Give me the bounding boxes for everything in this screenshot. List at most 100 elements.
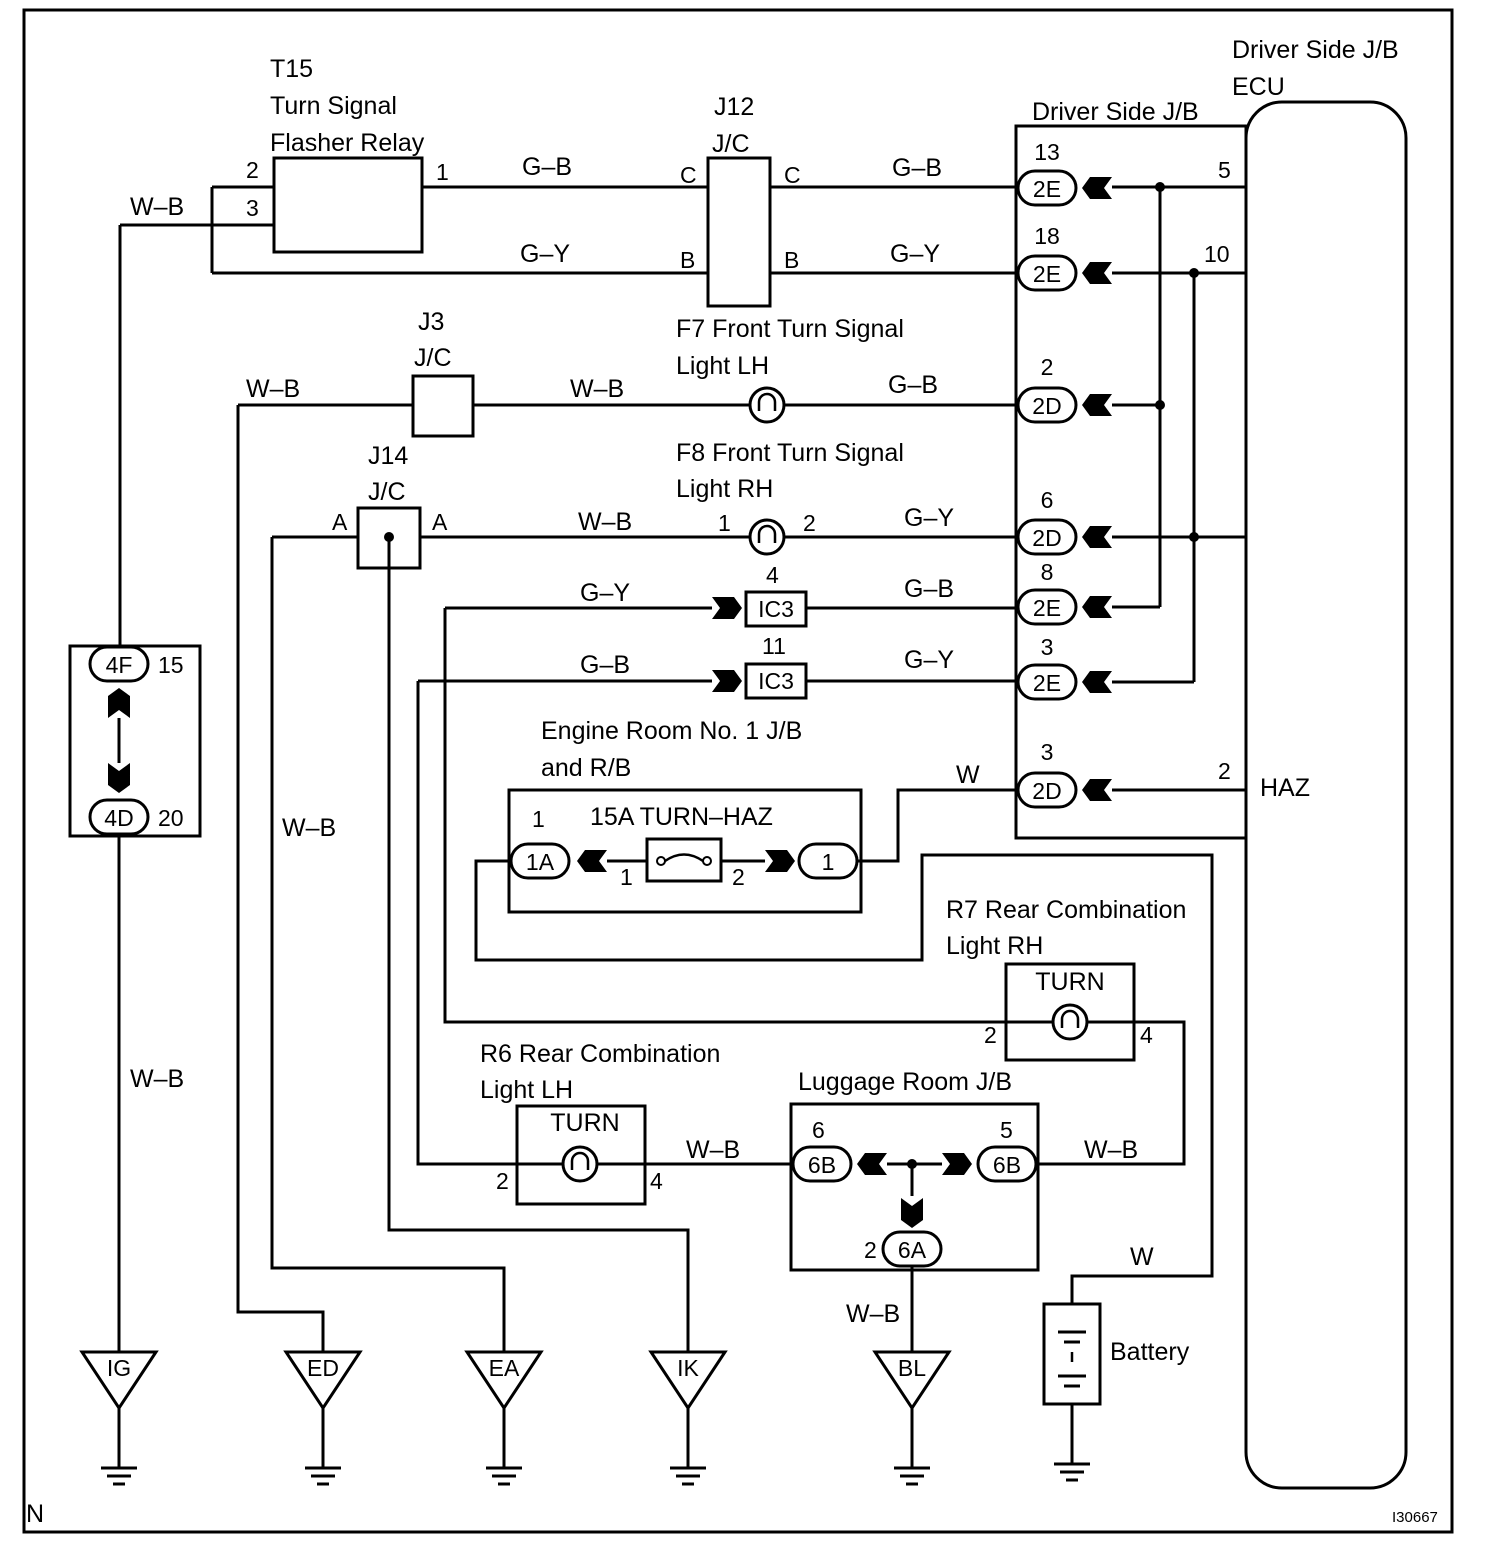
svg-text:2E: 2E (1033, 261, 1061, 287)
wire-ic3u-in: G–Y (580, 579, 630, 607)
jb-connector-2: 2D 2 (1016, 354, 1112, 424)
wire-j3-f7: W–B (570, 375, 624, 403)
svg-text:EA: EA (489, 1355, 520, 1381)
engine-room-pin-1-top: 1 (532, 806, 545, 832)
t15-code: T15 (270, 55, 313, 83)
jb-connector-18: 2E 18 (1016, 223, 1112, 292)
ground-ik: IK (648, 1350, 728, 1486)
luggage-title: Luggage Room J/B (798, 1068, 1012, 1096)
wire-j14-f8: W–B (578, 508, 632, 536)
luggage-jb-box (789, 1102, 1040, 1272)
f8-lamp-icon (748, 518, 786, 556)
f8-line2: Light RH (676, 475, 773, 503)
j12-pin-c-left: C (680, 162, 697, 188)
f8-pin1: 1 (718, 510, 731, 536)
ground-ed: ED (283, 1350, 363, 1486)
svg-text:6B: 6B (993, 1152, 1021, 1178)
f7-line1: F7 Front Turn Signal (676, 315, 904, 343)
ecu-label-line1: Driver Side J/B (1232, 36, 1399, 64)
t15-pin2: 2 (246, 157, 259, 183)
ground-bl: BL (872, 1350, 952, 1486)
engine-room-jb-box (507, 788, 863, 914)
jb-connector-13: 2E 13 (1016, 139, 1112, 207)
svg-text:2D: 2D (1032, 525, 1061, 551)
t15-pin1: 1 (436, 159, 449, 185)
f7-lamp-icon (748, 386, 786, 424)
figure-id: I30667 (1392, 1509, 1438, 1526)
svg-text:IK: IK (677, 1355, 699, 1381)
ecu-pin-10: 10 (1204, 241, 1230, 267)
wire-haz-w: W (956, 761, 980, 789)
luggage-pin-5: 5 (1000, 1117, 1013, 1143)
j14-type: J/C (368, 478, 406, 506)
r6-pin-left: 2 (496, 1168, 509, 1194)
ecu-label-line2: ECU (1232, 73, 1285, 101)
svg-text:2D: 2D (1032, 393, 1061, 419)
jb-connector-3d: 2D 3 (1016, 739, 1112, 809)
jb-connector-6: 2D 6 (1016, 487, 1112, 556)
left-conn-4f-pin: 15 (158, 652, 184, 678)
wire-j3-left: W–B (246, 375, 300, 403)
wire-ed-drop: W–B (282, 814, 336, 842)
left-conn-4d-pin: 20 (158, 805, 184, 831)
svg-text:6A: 6A (898, 1237, 927, 1263)
j3-type: J/C (414, 344, 452, 372)
ic3-upper-pin: 4 (766, 562, 779, 588)
ic3-lower-label: IC3 (758, 668, 794, 694)
svg-text:6B: 6B (808, 1152, 836, 1178)
engine-room-fuse-label: 15A TURN–HAZ (590, 803, 773, 831)
svg-text:BL: BL (898, 1355, 926, 1381)
r6-line2: Light LH (480, 1076, 573, 1104)
wire-f8-jb: G–Y (904, 504, 954, 532)
ic3-upper-label: IC3 (758, 596, 794, 622)
wire-ic3l-out: G–Y (904, 646, 954, 674)
battery-label: Battery (1110, 1338, 1190, 1366)
svg-text:ED: ED (307, 1355, 339, 1381)
driver-jb-box (1014, 124, 1248, 840)
j12-box (706, 156, 772, 308)
r7-lamp-icon (1051, 1003, 1089, 1041)
svg-text:3: 3 (1041, 634, 1054, 660)
r7-pin-right: 4 (1140, 1022, 1153, 1048)
j12-type: J/C (712, 130, 750, 158)
r7-inner: TURN (1035, 968, 1104, 996)
svg-text:13: 13 (1034, 139, 1060, 165)
svg-text:6: 6 (1041, 487, 1054, 513)
ground-ea: EA (464, 1350, 544, 1486)
t15-relay-box (272, 156, 424, 254)
j3-code: J3 (418, 308, 444, 336)
diagram-frame (22, 8, 1454, 1534)
svg-text:2E: 2E (1033, 670, 1061, 696)
j12-pin-b-right: B (784, 247, 799, 273)
luggage-conn-6b-right (976, 1145, 1038, 1183)
jb-connector-8: 2E 8 (1016, 559, 1112, 626)
r6-pin-right: 4 (650, 1168, 663, 1194)
r6-lamp-icon (561, 1145, 599, 1183)
ground-ig: IG (79, 1350, 159, 1486)
j3-box (411, 374, 475, 438)
svg-text:8: 8 (1041, 559, 1054, 585)
wire-lug-bl: W–B (846, 1300, 900, 1328)
j14-pin-a-right: A (432, 509, 448, 535)
r6-inner: TURN (550, 1109, 619, 1137)
fuse-pin-right: 2 (732, 864, 745, 890)
j14-pin-a-left: A (332, 509, 348, 535)
r6-line1: R6 Rear Combination (480, 1040, 720, 1068)
r7-line2: Light RH (946, 932, 1043, 960)
engine-room-line1: Engine Room No. 1 J/B (541, 717, 802, 745)
svg-text:2E: 2E (1033, 595, 1061, 621)
j12-pin-b-left: B (680, 247, 695, 273)
f8-line1: F8 Front Turn Signal (676, 439, 904, 467)
svg-text:18: 18 (1034, 223, 1060, 249)
ecu-pin-5: 5 (1218, 157, 1231, 183)
wire-t15-j12-gb: G–B (522, 153, 572, 181)
ic3-lower-pin: 11 (762, 633, 786, 659)
svg-text:2: 2 (1041, 354, 1054, 380)
wire-battery-w: W (1130, 1243, 1154, 1271)
svg-text:2D: 2D (1032, 778, 1061, 804)
j12-code: J12 (714, 93, 754, 121)
svg-text:2E: 2E (1033, 176, 1061, 202)
r7-line1: R7 Rear Combination (946, 896, 1186, 924)
wire-r6-lug: W–B (686, 1136, 740, 1164)
driver-jb-title: Driver Side J/B (1032, 98, 1199, 126)
